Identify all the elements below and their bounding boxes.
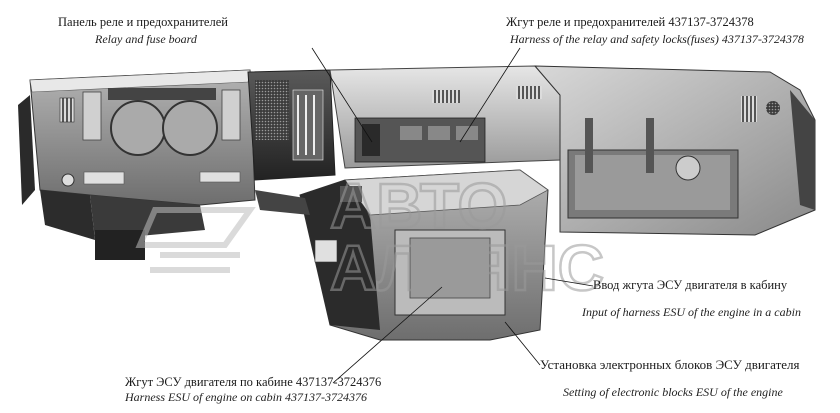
callout-ecu-install-en: Setting of electronic blocks ESU of the …: [563, 385, 783, 399]
callout-cabin-harness-ru: Жгут ЭСУ двигателя по кабине 437137-3724…: [125, 375, 382, 389]
electronic-unit: [675, 155, 701, 181]
ignition-knob: [61, 173, 75, 187]
right-air-vent: [741, 96, 757, 122]
callout-ecu-install-ru: Установка электронных блоков ЭСУ двигате…: [540, 357, 800, 372]
left-air-vent: [59, 97, 75, 123]
right-passenger-panel: [533, 65, 816, 236]
leader-harness-input: [544, 277, 594, 287]
lower-center-console: [255, 169, 549, 341]
console-switch-block: [314, 239, 338, 263]
center-air-vent-left: [432, 90, 460, 103]
relay-fuse-board: [247, 69, 336, 181]
callout-relay-board-en: Relay and fuse board: [95, 32, 197, 46]
watermark-logo-icon: [135, 207, 256, 273]
watermark-line1: АВТО: [330, 170, 507, 242]
callout-relay-harness-en: Harness of the relay and safety locks(fu…: [510, 32, 804, 46]
watermark-line2: АЛЬЯНС: [330, 232, 604, 304]
callout-relay-harness-ru: Жгут реле и предохранителей 437137-37243…: [506, 15, 754, 29]
leader-relay-harness: [459, 47, 521, 143]
indicator-strip: [108, 88, 216, 100]
leader-relay-board: [311, 47, 373, 143]
tachometer-dial: [162, 100, 218, 156]
speaker-grille: [766, 101, 780, 115]
leader-ecu-install: [504, 321, 541, 366]
callout-cabin-harness-en: Harness ESU of engine on cabin 437137-37…: [125, 390, 367, 404]
watermark: АВТО АЛЬЯНС: [135, 169, 605, 305]
callout-harness-input-en: Input of harness ESU of the engine in a …: [582, 305, 801, 319]
central-console-top: [329, 65, 561, 169]
callout-harness-input-ru: Ввод жгута ЭСУ двигателя в кабину: [593, 278, 788, 292]
callout-relay-board-ru: Панель реле и предохранителей: [58, 15, 228, 29]
relay-cluster: [255, 80, 289, 140]
leader-cabin-harness: [332, 286, 443, 384]
leader-lines: [311, 47, 594, 384]
center-air-vent-right: [516, 86, 542, 99]
left-instrument-panel: [18, 69, 256, 260]
speedometer-dial: [110, 100, 166, 156]
lower-left-bracket: [95, 230, 145, 260]
